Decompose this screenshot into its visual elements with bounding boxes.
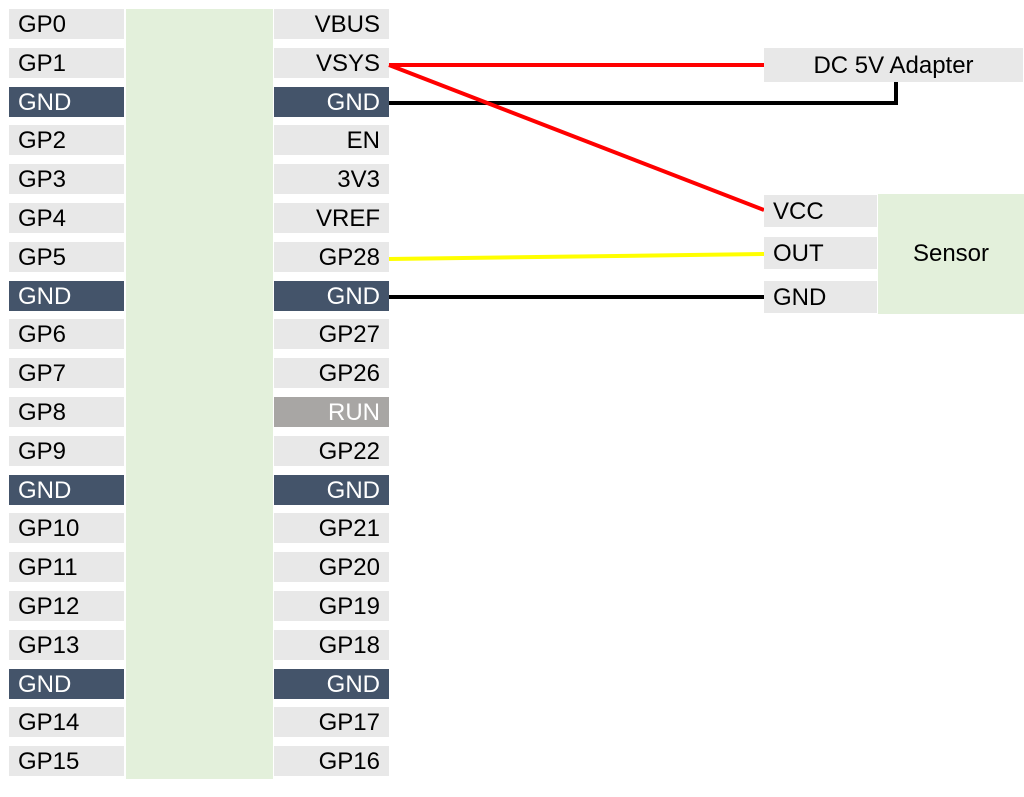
sensor-body: Sensor xyxy=(878,194,1024,314)
pin-right-vbus: VBUS xyxy=(274,9,389,39)
dc-adapter: DC 5V Adapter xyxy=(764,48,1023,82)
pin-right-run: RUN xyxy=(274,397,389,427)
pin-right-gnd: GND xyxy=(274,668,389,699)
pin-right-gp17: GP17 xyxy=(274,707,389,738)
wire-gp28-to-sensor-out xyxy=(388,252,765,261)
pin-left-gp11: GP11 xyxy=(9,552,124,583)
pin-left-gnd: GND xyxy=(9,86,124,117)
sensor-pin-out: OUT xyxy=(764,237,877,269)
pin-left-gp9: GP9 xyxy=(9,435,124,466)
pin-right-gp18: GP18 xyxy=(274,629,389,660)
pin-left-gp2: GP2 xyxy=(9,125,124,156)
pin-right-vref: VREF xyxy=(274,203,389,233)
pin-right-gp16: GP16 xyxy=(274,746,389,777)
pin-right-en: EN xyxy=(274,125,389,156)
pin-left-gp7: GP7 xyxy=(9,358,124,389)
pin-left-gp0: GP0 xyxy=(9,9,124,39)
dc-adapter-label: DC 5V Adapter xyxy=(813,52,974,79)
pin-left-gnd: GND xyxy=(9,668,124,699)
pin-left-gp8: GP8 xyxy=(9,397,124,427)
pin-right-vsys: VSYS xyxy=(274,47,389,78)
pin-left-gnd: GND xyxy=(9,474,124,505)
pin-left-gp15: GP15 xyxy=(9,746,124,777)
board-body xyxy=(126,9,273,779)
pin-left-gp10: GP10 xyxy=(9,513,124,544)
pin-right-3v3: 3V3 xyxy=(274,164,389,195)
pin-right-gp21: GP21 xyxy=(274,513,389,544)
pin-left-gp12: GP12 xyxy=(9,591,124,621)
pin-right-gp19: GP19 xyxy=(274,591,389,621)
pin-right-gp20: GP20 xyxy=(274,552,389,583)
wire-vsys-to-sensor-vcc xyxy=(388,63,765,212)
wire-gnd-to-adapter xyxy=(389,82,898,105)
pin-right-gp22: GP22 xyxy=(274,435,389,466)
pin-left-gnd: GND xyxy=(9,280,124,311)
pin-right-gnd: GND xyxy=(274,280,389,311)
pin-left-gp14: GP14 xyxy=(9,707,124,738)
pin-left-gp4: GP4 xyxy=(9,203,124,233)
pin-right-gp26: GP26 xyxy=(274,358,389,389)
pin-right-gnd: GND xyxy=(274,86,389,117)
pin-left-gp6: GP6 xyxy=(9,319,124,350)
pin-right-gnd: GND xyxy=(274,474,389,505)
pin-right-gp28: GP28 xyxy=(274,241,389,272)
pin-left-gp1: GP1 xyxy=(9,47,124,78)
pin-left-gp13: GP13 xyxy=(9,629,124,660)
pin-left-gp3: GP3 xyxy=(9,164,124,195)
pin-right-gp27: GP27 xyxy=(274,319,389,350)
sensor-pin-gnd: GND xyxy=(764,281,877,313)
sensor-label: Sensor xyxy=(912,240,990,267)
pin-left-gp5: GP5 xyxy=(9,241,124,272)
sensor-pin-vcc: VCC xyxy=(764,195,877,227)
